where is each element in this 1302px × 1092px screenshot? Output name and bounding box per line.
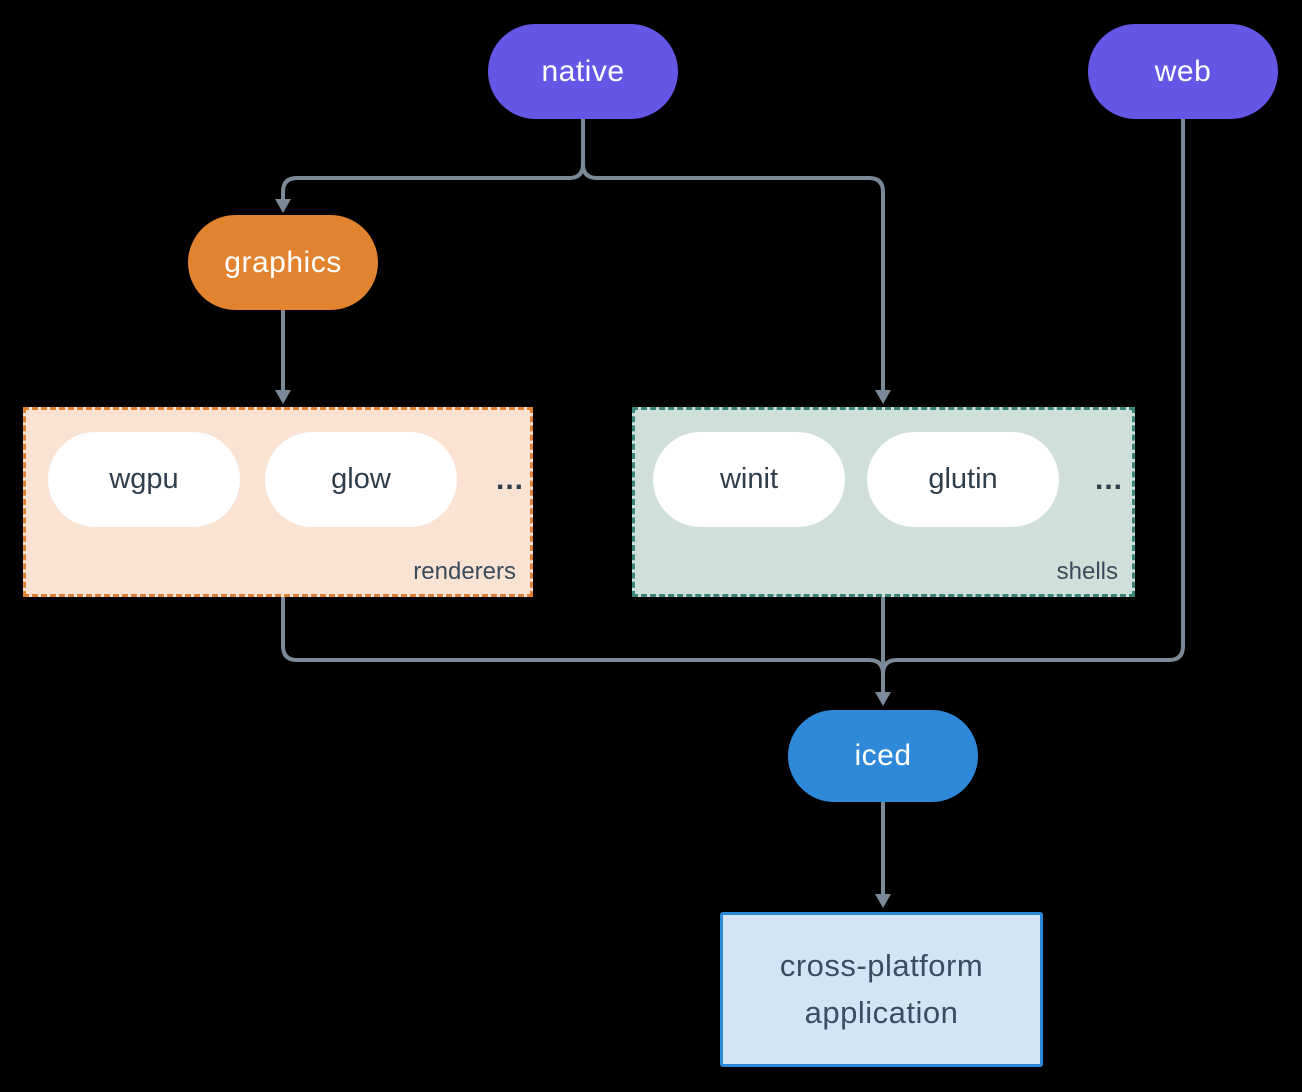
node-graphics: graphics <box>188 215 378 310</box>
node-cross-platform-application: cross-platform application <box>720 912 1043 1067</box>
shells-ellipsis: ... <box>1095 462 1124 496</box>
pill-winit: winit <box>653 432 845 527</box>
arrowhead-renderers <box>275 390 291 404</box>
arrowhead-shells <box>875 390 891 404</box>
application-label-line2: application <box>804 994 959 1030</box>
connector-native-to-graphics <box>281 119 585 199</box>
renderers-pill-row: wgpu glow ... <box>26 410 530 527</box>
node-iced: iced <box>788 710 978 802</box>
application-label-line1: cross-platform <box>779 948 984 983</box>
pill-wgpu: wgpu <box>48 432 240 527</box>
connector-native-to-shells <box>581 119 885 390</box>
arrowhead-application <box>875 894 891 908</box>
shells-group-label: shells <box>1056 558 1118 585</box>
renderers-ellipsis: ... <box>496 462 525 496</box>
group-shells: winit glutin ... shells <box>632 407 1135 597</box>
node-web: web <box>1088 24 1278 119</box>
arrowhead-graphics <box>275 199 291 213</box>
group-renderers: wgpu glow ... renderers <box>23 407 533 597</box>
arrowhead-iced <box>875 692 891 706</box>
renderers-group-label: renderers <box>413 558 516 585</box>
connector-renderers-to-iced <box>281 597 885 675</box>
shells-pill-row: winit glutin ... <box>635 410 1132 527</box>
pill-glow: glow <box>265 432 457 527</box>
pill-glutin: glutin <box>867 432 1059 527</box>
node-native: native <box>488 24 678 119</box>
